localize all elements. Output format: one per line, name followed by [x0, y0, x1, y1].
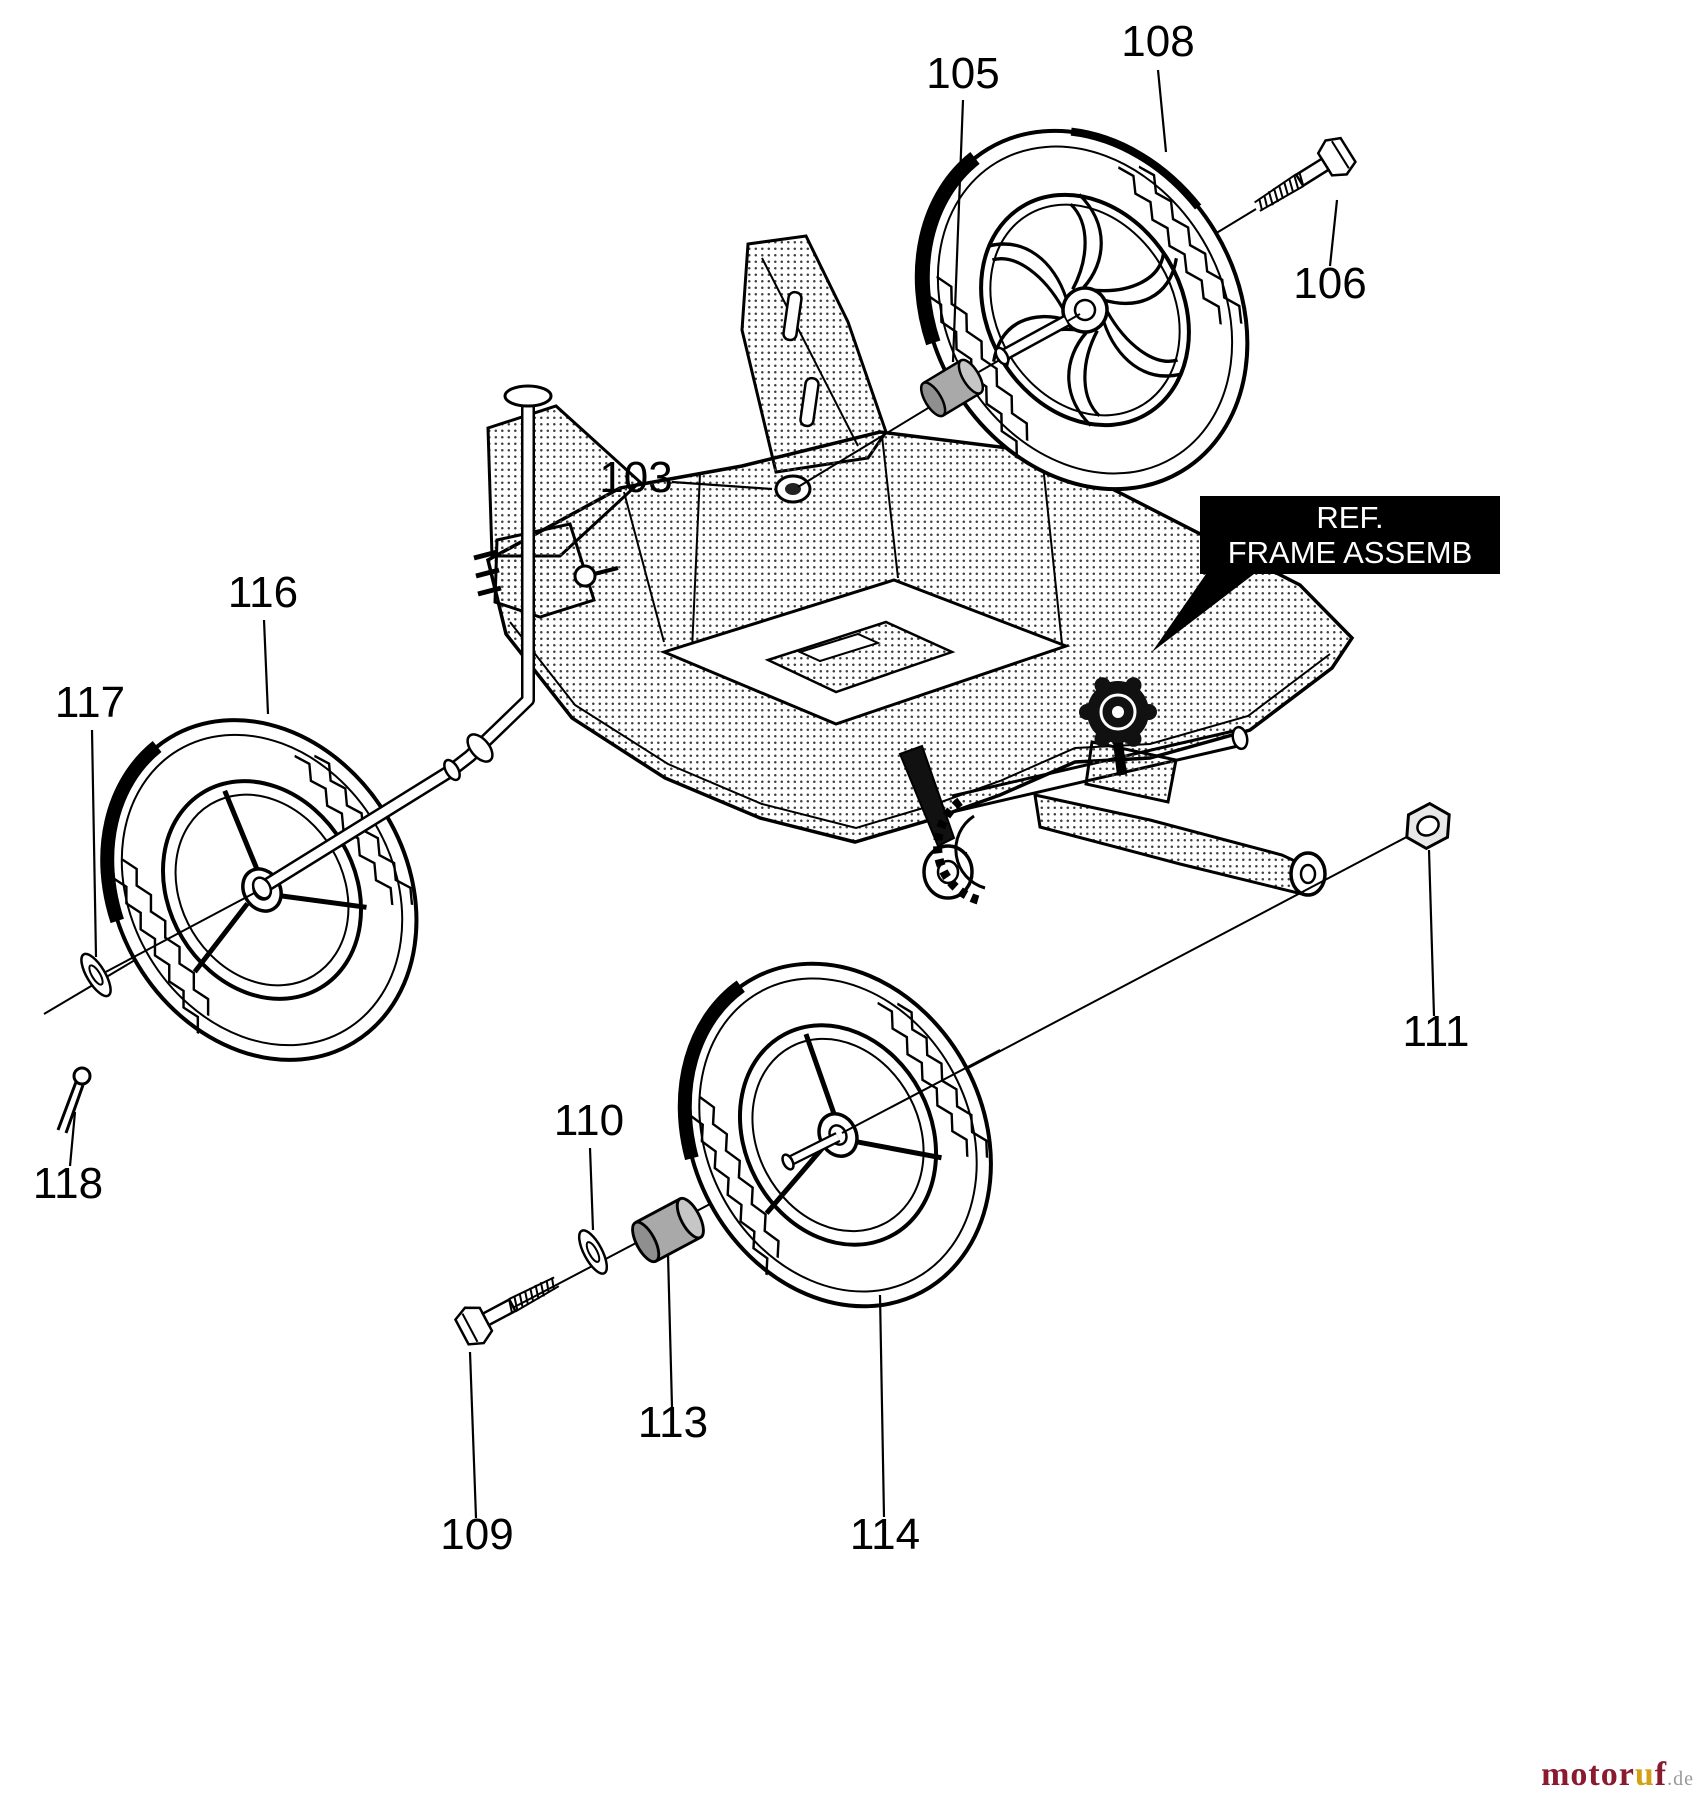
- frame-assembly: [473, 234, 1355, 905]
- part-label-110: 110: [554, 1096, 624, 1145]
- watermark-link[interactable]: motoruf.de: [1541, 1756, 1694, 1794]
- ref-label-line1: REF.: [1316, 500, 1383, 535]
- cotter-pin-118: [56, 1066, 92, 1134]
- part-label-106: 106: [1293, 259, 1366, 308]
- part-label-117: 117: [55, 678, 125, 727]
- part-label-105: 105: [926, 49, 999, 98]
- axle-arm: [1033, 793, 1312, 896]
- bolt-109: [451, 1262, 568, 1351]
- part-label-114: 114: [850, 1510, 920, 1559]
- watermark-brand-pre: motor: [1541, 1756, 1635, 1793]
- watermark-suffix: .de: [1667, 1768, 1694, 1790]
- bolt-106: [1245, 131, 1360, 225]
- part-label-118: 118: [33, 1159, 103, 1208]
- watermark-brand-post: f: [1654, 1756, 1668, 1793]
- washer-110: [572, 1225, 614, 1279]
- wheel-114: [626, 910, 1049, 1360]
- nut-111: [1405, 801, 1451, 851]
- part-label-111: 111: [1403, 1007, 1470, 1056]
- part-label-109: 109: [440, 1510, 513, 1559]
- part-label-108: 108: [1121, 17, 1194, 66]
- height-adjust-knob: [1079, 677, 1157, 776]
- height-crank-and-axle: [251, 384, 553, 900]
- leader-lines: [68, 69, 1436, 1519]
- engage-lever: [898, 744, 986, 905]
- hub-stub-top: [994, 315, 1070, 366]
- ref-label-line2: FRAME ASSEMB: [1228, 535, 1473, 570]
- part-label-103: 103: [599, 453, 672, 502]
- part-label-116: 116: [228, 568, 298, 617]
- part-label-113: 113: [638, 1398, 708, 1447]
- hub-stub-bottom: [781, 1132, 841, 1171]
- ref-frame-assembly-callout: REF. FRAME ASSEMB: [1152, 496, 1500, 652]
- watermark-brand-mid: u: [1634, 1756, 1655, 1793]
